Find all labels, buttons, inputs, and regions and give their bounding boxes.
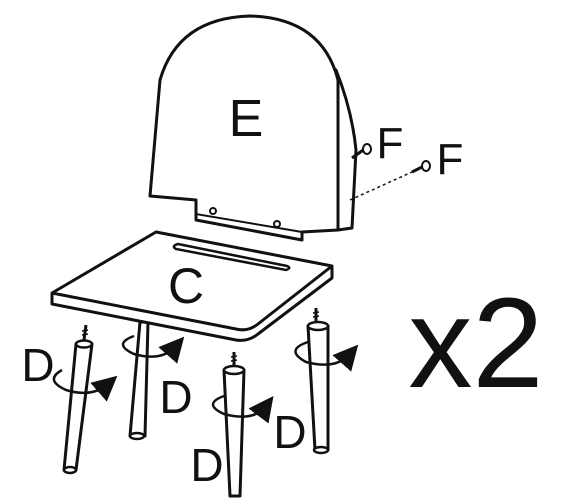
leg-front-left <box>62 324 94 475</box>
label-leg-front-middle: D <box>190 439 223 491</box>
label-screw-f-2: F <box>437 135 464 184</box>
backrest-panel-e <box>148 14 358 242</box>
rotation-arrow-back-right <box>294 340 359 372</box>
leg-back-right <box>306 308 330 455</box>
rotation-arrow-front-middle <box>211 394 274 424</box>
seat-panel-c <box>50 230 334 342</box>
label-seat-c: C <box>168 258 204 314</box>
label-screw-f-1: F <box>377 119 404 168</box>
label-leg-back-left: D <box>159 371 192 423</box>
multiplier-x2: x2 <box>408 272 543 415</box>
screw-f-1 <box>351 143 372 160</box>
leg-back-left <box>128 320 150 441</box>
label-backrest-e: E <box>229 90 264 148</box>
label-leg-front-left: D <box>21 339 54 391</box>
rotation-arrow-front-left <box>52 368 118 402</box>
screw-f-2 <box>349 160 431 201</box>
label-leg-back-right: D <box>273 406 306 458</box>
rotation-arrow-back-left <box>121 334 185 364</box>
leg-front-middle <box>222 352 246 498</box>
